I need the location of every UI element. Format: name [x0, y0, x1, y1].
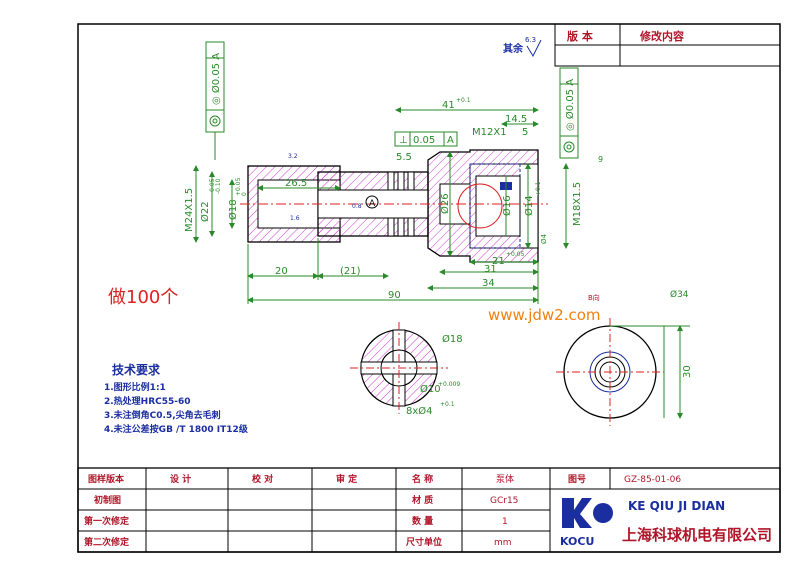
tb-name-value: 泵体 [496, 473, 514, 485]
dim-21-paren: (21) [340, 266, 361, 277]
perp-symbol-icon: ⊥ [399, 135, 408, 146]
dim-21: 21 [492, 256, 505, 267]
main-section-view: A [240, 149, 548, 263]
roughness-prefix: 其余 [503, 42, 524, 55]
dim-phi16: Ø16 [501, 195, 513, 216]
dim-phi34: Ø34 [670, 289, 689, 300]
quantity-note: 做100个 [108, 287, 178, 308]
dim-5-5: 5.5 [396, 152, 412, 163]
tb-check: 校 对 [252, 473, 273, 485]
tb-graph-version: 图样版本 [88, 473, 125, 485]
tb-approve: 审 定 [336, 473, 358, 485]
rough-32: 3.2 [288, 153, 298, 160]
dim-phi10: Ø10 [420, 383, 441, 395]
dim-phi18-section: Ø18 [442, 333, 463, 345]
tolerance-frame-left: ◎ Ø0.05 A [205, 41, 225, 160]
dim-slot: 8xØ4 [406, 405, 433, 417]
technical-requirements: 技术要求 1.图形比例1:1 2.热处理HRC55-60 3.未注倒角C0.5,… [104, 362, 249, 435]
dim-20: 20 [275, 266, 288, 277]
dim-m18: M18X1.5 [572, 182, 583, 226]
roughness-marks: 3.2 1.6 0.8 [288, 153, 362, 222]
roughness-symbol-icon [526, 39, 542, 58]
company-name-cn: 上海科球机电有限公司 [622, 526, 772, 544]
dim-30: 30 [682, 365, 693, 378]
company-name-en: KE QIU JI DIAN [628, 499, 725, 513]
roughness-value: 6.3 [525, 36, 536, 44]
watermark-text: www.jdw2.com [488, 306, 601, 324]
dim-phi14-tol: +0.1 [535, 181, 542, 196]
tb-design: 设 计 [170, 473, 191, 485]
perp-value: 0.05 [413, 135, 435, 146]
dim-31: 31 [484, 264, 497, 275]
tb-unit-value: mm [494, 538, 512, 548]
requirement-item: 1.图形比例1:1 [104, 381, 166, 393]
revision-table: 版 本 修改内容 其余 6.3 [503, 23, 781, 67]
perpendicularity-frame: ⊥ 0.05 A [394, 131, 458, 147]
requirement-item: 3.未注倒角C0.5,尖角去毛刺 [104, 409, 221, 421]
b-direction-view: 30 B向 Ø34 [556, 289, 693, 426]
revision-content-header: 修改内容 [639, 29, 684, 43]
main-dimensions: 41 +0.1 14.5 M12X1 5 5.5 26.5 M24X1.5 Ø2… [184, 97, 603, 304]
view-b-label: B向 [588, 293, 600, 302]
requirement-item: 2.热处理HRC55-60 [104, 395, 191, 407]
tb-material-value: GCr15 [490, 496, 518, 506]
dim-m12: M12X1 [472, 127, 507, 138]
dim-9: 9 [598, 155, 603, 164]
requirement-item: 4.未注公差按GB /T 1800 IT12级 [104, 423, 249, 435]
dim-phi10-tol: +0.009 [438, 381, 460, 388]
dim-phi22-tol-top: -0.05 [209, 178, 216, 194]
tb-drawing-no-value: GZ-85-01-06 [624, 475, 681, 485]
dim-phi18-tol-top: +0.05 [235, 177, 242, 196]
logo-text: KOCU [560, 535, 594, 548]
dim-21-tol: +0.05 [506, 251, 525, 258]
revision-version-header: 版 本 [567, 29, 593, 43]
tb-first-revision: 第一次修定 [84, 515, 130, 527]
dim-phi26: Ø26 [439, 193, 451, 214]
datum-label: A [369, 199, 376, 209]
logo-globe-icon [593, 503, 613, 523]
dim-phi22-tol-bot: -0.10 [215, 178, 222, 194]
dim-34: 34 [482, 278, 495, 289]
tb-unit-label: 尺寸单位 [406, 536, 442, 548]
title-block: 图样版本 设 计 校 对 审 定 名 称 初制图 材 质 第一次修定 数 量 第… [77, 467, 781, 553]
dim-m24: M24X1.5 [184, 188, 195, 232]
dim-slot-tol: +0.1 [440, 401, 455, 408]
tb-name-label: 名 称 [412, 473, 433, 485]
dim-5: 5 [522, 127, 528, 138]
tolerance-right-text: ◎ Ø0.05 A [564, 79, 576, 131]
logo-k-icon [562, 498, 592, 528]
cross-section-view: Ø18 Ø10 +0.009 8xØ4 +0.1 [350, 322, 463, 417]
tb-initial: 初制图 [94, 494, 121, 506]
tb-quantity-value: 1 [502, 517, 508, 527]
dim-14-5: 14.5 [505, 114, 527, 125]
dim-phi4: Ø4 [540, 233, 548, 244]
dim-phi18-tol-bot: 0 [241, 192, 248, 196]
tb-drawing-no-label: 图号 [568, 474, 586, 485]
dim-26-5: 26.5 [285, 178, 307, 189]
tolerance-left-text: ◎ Ø0.05 A [210, 53, 222, 105]
dim-90: 90 [388, 290, 401, 301]
dim-41-tol: +0.1 [456, 97, 471, 104]
tolerance-frame-right: ◎ Ø0.05 A [559, 67, 579, 159]
dim-phi14: Ø14 [523, 195, 535, 216]
perp-datum: A [447, 135, 454, 146]
dim-phi22: Ø22 [199, 201, 211, 222]
dim-phi18: Ø18 [227, 199, 239, 220]
tb-second-revision: 第二次修定 [84, 536, 130, 548]
rough-08: 0.8 [352, 203, 362, 210]
company-logo: KOCU [560, 498, 613, 548]
requirements-title: 技术要求 [112, 362, 161, 377]
tb-quantity-label: 数 量 [412, 515, 433, 527]
rough-16: 1.6 [290, 215, 300, 222]
dim-41: 41 [442, 100, 455, 111]
tb-material-label: 材 质 [411, 494, 433, 506]
